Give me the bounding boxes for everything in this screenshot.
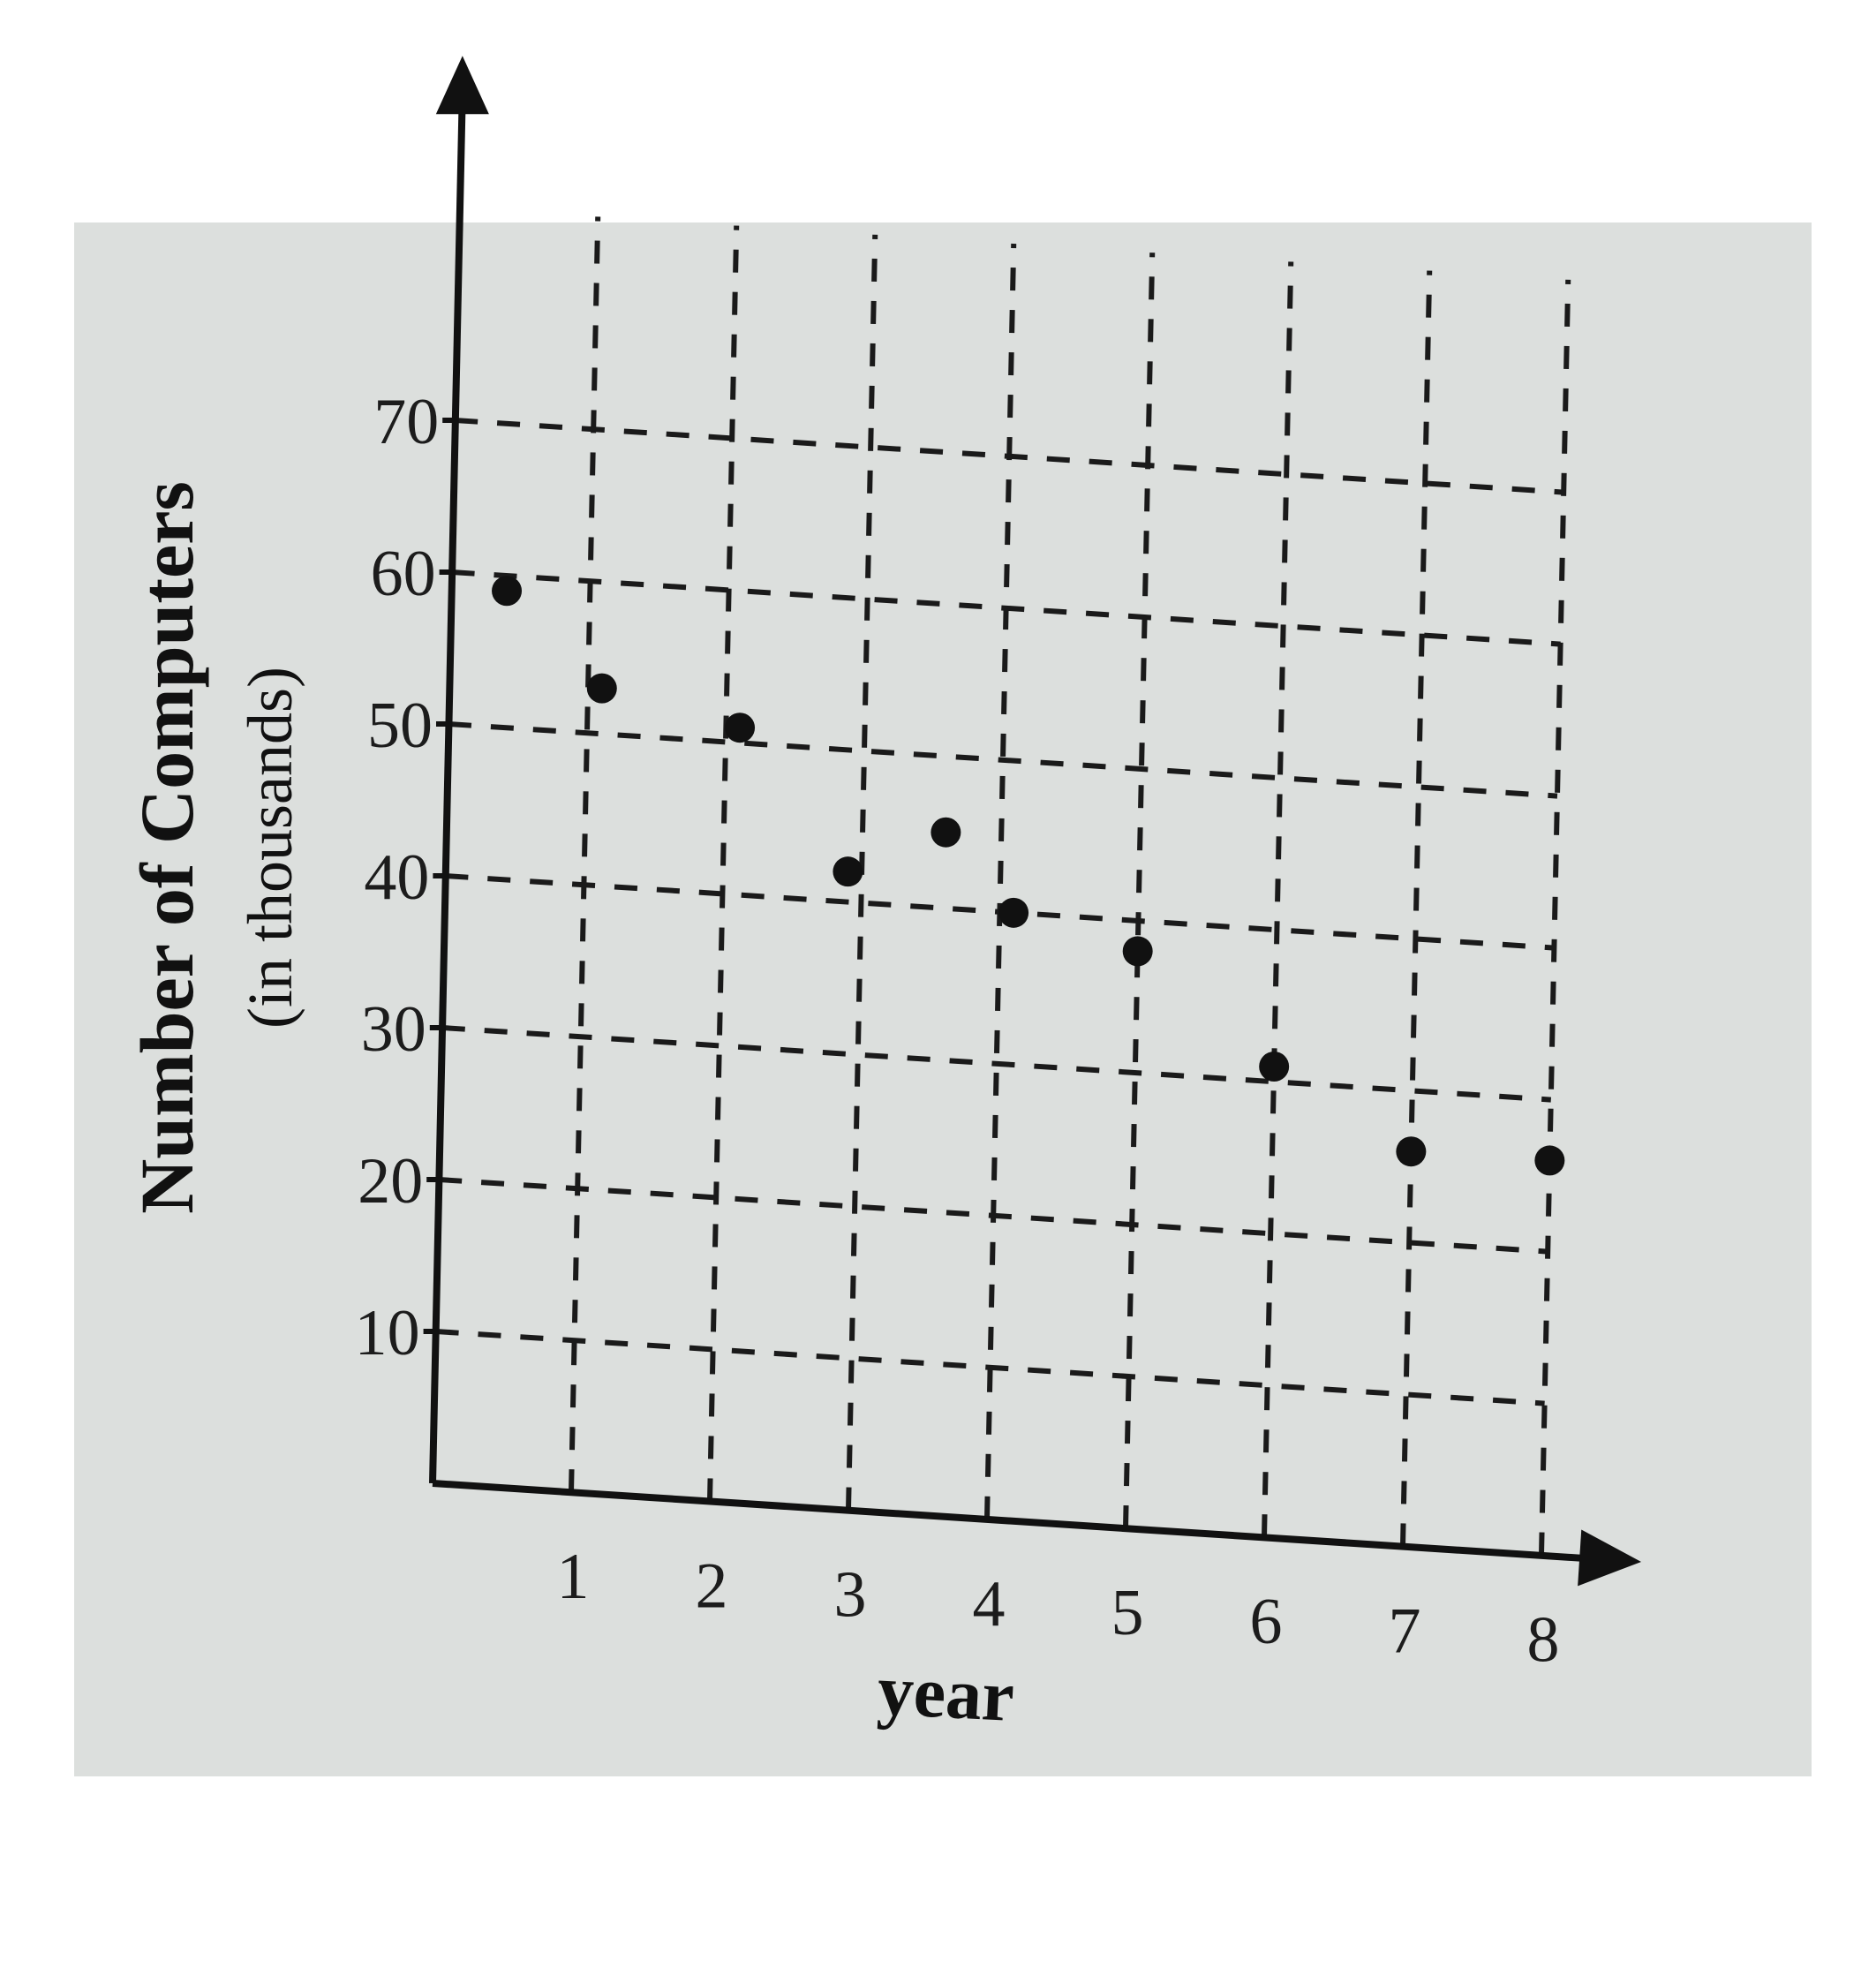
- y-tick-label-30: 30: [361, 993, 426, 1066]
- gridline-x-1: [569, 216, 601, 1493]
- data-point: [1122, 936, 1153, 967]
- x-tick-labels: 1 2 3 4 5 6 7 8: [557, 1541, 1560, 1676]
- gridline-x-5: [1123, 253, 1156, 1529]
- gridline-y-70: [455, 418, 1564, 495]
- gridline-y-20: [439, 1177, 1548, 1255]
- y-axis-sublabel: (in thousands): [235, 667, 305, 1029]
- x-axis-line: [432, 1480, 1598, 1563]
- x-tick-label-2: 2: [696, 1549, 728, 1622]
- vertical-gridlines: [569, 216, 1571, 1556]
- data-point: [1534, 1145, 1565, 1176]
- data-point: [725, 713, 756, 743]
- data-point: [586, 673, 617, 704]
- gridline-x-7: [1400, 270, 1433, 1547]
- y-axis-arrow: [435, 56, 489, 115]
- y-tick-label-70: 70: [373, 386, 439, 458]
- x-tick-label-4: 4: [973, 1568, 1006, 1640]
- y-tick-label-60: 60: [371, 538, 436, 610]
- y-tick-label-20: 20: [358, 1145, 423, 1218]
- data-point: [492, 576, 523, 607]
- y-tick-label-10: 10: [355, 1297, 420, 1369]
- y-tick-label-50: 50: [367, 690, 433, 762]
- x-tick-label-3: 3: [834, 1559, 867, 1632]
- data-point: [1396, 1136, 1427, 1167]
- data-point: [930, 817, 961, 848]
- x-tick-label-6: 6: [1250, 1586, 1283, 1658]
- gridline-x-8: [1539, 279, 1571, 1556]
- data-point: [998, 897, 1029, 928]
- gridline-x-2: [707, 225, 740, 1502]
- gridline-x-4: [984, 243, 1017, 1519]
- gridline-y-30: [441, 1025, 1551, 1103]
- y-axis-label: Number of Computers: [124, 481, 209, 1214]
- x-axis-arrow: [1578, 1529, 1642, 1587]
- x-tick-label-8: 8: [1527, 1604, 1560, 1677]
- x-axis-label: year: [876, 1649, 1016, 1737]
- axes: [423, 56, 1642, 1587]
- data-point: [833, 856, 863, 887]
- y-tick-labels: 10 20 30 40 50 60 70: [355, 386, 440, 1369]
- gridline-x-6: [1262, 261, 1294, 1538]
- data-points: [492, 576, 1565, 1176]
- x-tick-label-5: 5: [1111, 1577, 1144, 1649]
- y-axis-line: [429, 91, 466, 1484]
- x-tick-label-1: 1: [557, 1541, 590, 1613]
- data-point: [1259, 1052, 1290, 1082]
- gridline-y-60: [451, 569, 1561, 647]
- axis-titles: year Number of Computers (in thousands): [124, 481, 1016, 1737]
- gridline-y-10: [435, 1329, 1545, 1406]
- x-tick-label-7: 7: [1389, 1595, 1421, 1667]
- gridline-y-50: [448, 721, 1558, 799]
- y-tick-label-40: 40: [364, 841, 429, 914]
